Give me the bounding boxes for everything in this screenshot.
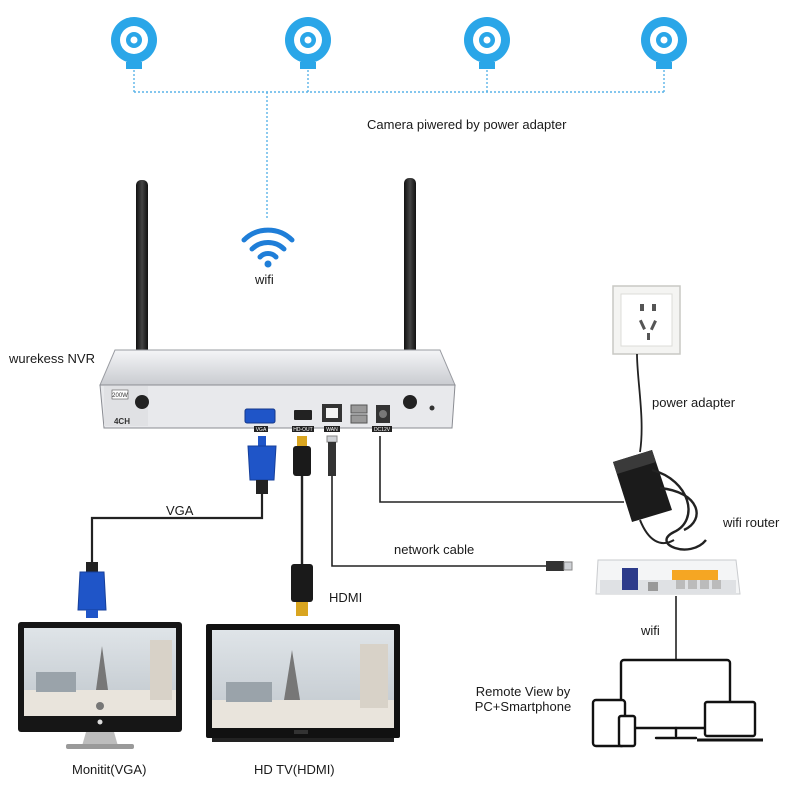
label-hdmi: HDMI — [329, 590, 363, 605]
hd-tv — [206, 624, 400, 742]
label-camera-power-note: Camera piwered by power adapter — [367, 117, 567, 132]
network-cable — [326, 435, 573, 571]
wifi-icon-top — [241, 227, 295, 268]
vga-cable — [77, 436, 277, 618]
camera-icon-4 — [641, 17, 687, 69]
vga-monitor — [18, 622, 182, 749]
badge-200w: 200W — [112, 393, 128, 399]
hdmi-cable — [291, 436, 313, 616]
label-port-dc: DC12V — [374, 427, 391, 433]
camera-link-lines — [133, 70, 665, 218]
badge-4ch: 4CH — [114, 417, 130, 426]
label-wifi-top: wifi — [255, 272, 274, 287]
camera-icon-2 — [285, 17, 331, 69]
router-ports — [672, 570, 718, 580]
label-wifi-router: wifi router — [723, 515, 780, 530]
label-power-adapter: power adapter — [652, 395, 736, 410]
label-remote-view: Remote View by PC+Smartphone — [462, 684, 584, 714]
label-wifi-bottom: wifi — [641, 623, 660, 638]
antenna-left — [136, 180, 148, 405]
port-usb — [350, 404, 368, 414]
label-vga: VGA — [166, 503, 194, 518]
label-remote-line2: PC+Smartphone — [474, 699, 572, 714]
camera-icon-1 — [111, 17, 157, 69]
power-cable — [379, 436, 624, 503]
laptop-pc-smartphone-icons — [591, 658, 763, 748]
phone-icon — [617, 714, 637, 748]
label-remote-line1: Remote View by — [475, 684, 571, 699]
label-nvr: wurekess NVR — [9, 351, 95, 366]
label-network-cable: network cable — [394, 542, 475, 557]
socket-cord — [636, 353, 643, 453]
wifi-router — [595, 559, 741, 595]
camera-icon-3 — [464, 17, 510, 69]
label-port-vga: VGA — [256, 427, 267, 433]
label-port-wan: WAN — [326, 427, 338, 433]
laptop-icon — [703, 700, 757, 738]
port-vga — [244, 408, 276, 424]
antenna-right — [404, 178, 416, 406]
label-port-hdout: HD-OUT — [293, 427, 312, 433]
wall-socket — [612, 285, 681, 355]
wireless-nvr: 200W 4CH VGA HD-OUT WAN DC12V — [99, 178, 456, 433]
label-hd-tv: HD TV(HDMI) — [254, 762, 335, 777]
power-adapter — [613, 450, 707, 551]
label-monitor-vga: Monitit(VGA) — [72, 762, 147, 777]
